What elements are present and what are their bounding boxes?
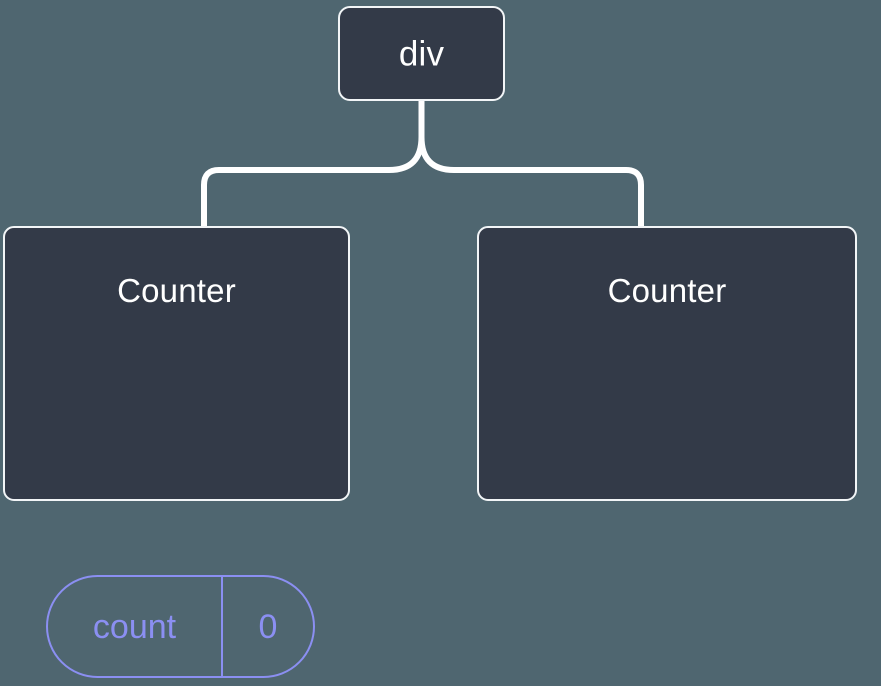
connector-root-to-children [418, 98, 644, 229]
state-value-label-left: 0 [258, 607, 278, 646]
node-counter-left-title: Counter [117, 272, 236, 309]
node-counter-right-title: Counter [607, 272, 727, 309]
state-pill-count-left[interactable]: count 0 [46, 575, 315, 678]
component-tree-diagram: div Counter count 0 Counter count 1 [3, 6, 857, 678]
node-div-label: div [398, 34, 445, 73]
node-div[interactable]: div [338, 6, 505, 101]
state-key-label-left: count [48, 577, 223, 676]
connector-root-to-left-child [201, 134, 425, 229]
node-counter-left[interactable]: Counter count 0 [3, 226, 350, 678]
node-counter-right[interactable]: Counter count 1 [477, 226, 857, 501]
